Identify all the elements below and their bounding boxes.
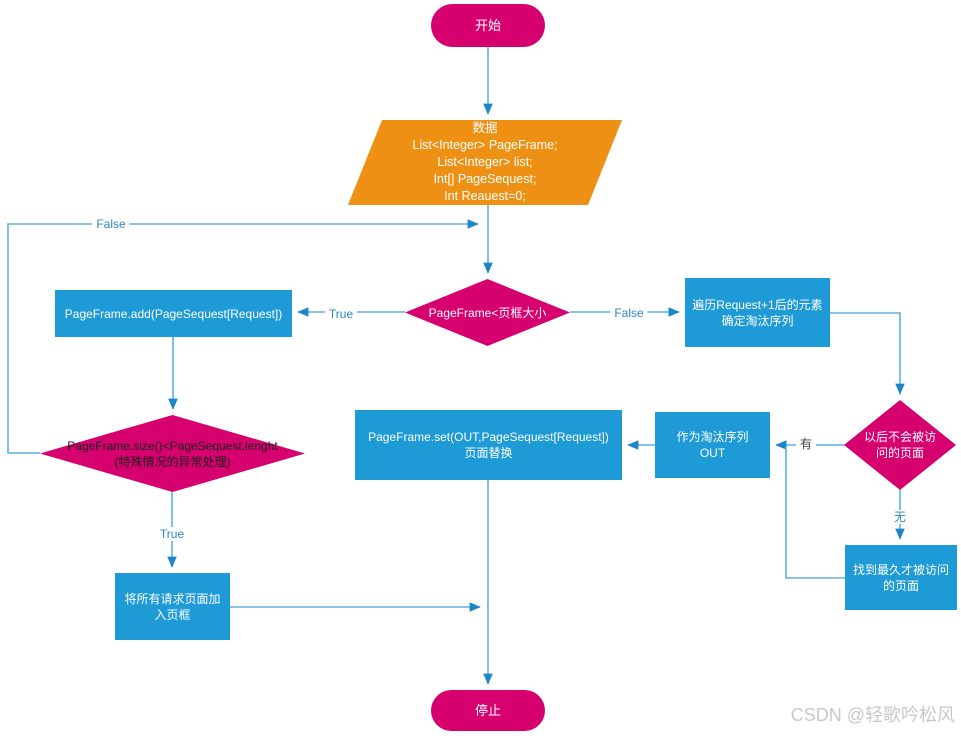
decision-label: PageFrame.size()<PageSequest.lenght [67, 438, 278, 453]
decision-label: PageFrame<页框大小 [428, 305, 547, 320]
edge-label-false-top: False [92, 217, 130, 231]
start-label: 开始 [474, 17, 501, 33]
stop-node: 停止 [431, 690, 545, 731]
edge-label-true-left: True [324, 307, 358, 321]
process-page-replace: PageFrame.set(OUT,PageSequest[Request]) … [355, 410, 622, 480]
process-label: PageFrame.add(PageSequest[Request]) [64, 306, 283, 321]
process-label: 找到最久才被访问的页面 [852, 562, 949, 593]
edge-label-has: 有 [795, 437, 817, 451]
process-add-all-pages: 将所有请求页面加入页框 [115, 573, 230, 640]
edge-label-false-right: False [610, 306, 648, 320]
data-line: 数据 [472, 121, 498, 135]
edge-oldest-feedback [785, 446, 845, 579]
data-input-parallelogram: 数据 List<Integer> PageFrame; List<Integer… [348, 120, 622, 205]
data-line: List<Integer> list; [437, 155, 533, 169]
watermark-text: CSDN @轻歌吟松风 [790, 705, 955, 725]
process-find-oldest: 找到最久才被访问的页面 [845, 545, 957, 610]
edge-traverse-to-future [830, 312, 905, 395]
stop-label: 停止 [474, 702, 501, 718]
process-out-sequence: 作为淘汰序列 OUT [655, 412, 770, 478]
start-node: 开始 [431, 4, 545, 47]
data-line: List<Integer> PageFrame; [412, 138, 558, 152]
decision-label: (特殊情况的异常处理) [114, 454, 231, 469]
data-line: Int Reauest=0; [444, 189, 526, 203]
decision-label: 以后不会被访问的页面 [863, 430, 936, 460]
process-label: 作为淘汰序列 [676, 430, 749, 444]
edge-label-none: 无 [889, 510, 911, 524]
decision-special-case: PageFrame.size()<PageSequest.lenght (特殊情… [40, 415, 305, 492]
process-traverse-request: 遍历Request+1后的元素确定淘汰序列 [685, 278, 830, 347]
process-label: 将所有请求页面加入页框 [124, 591, 221, 622]
edge-false-feedback-loop [7, 219, 479, 454]
data-line: Int[] PageSequest; [433, 172, 537, 186]
process-label: PageFrame.set(OUT,PageSequest[Request]) [368, 430, 609, 444]
process-label: 页面替换 [464, 446, 513, 460]
edge-label-true-bottom: True [155, 527, 189, 541]
process-label: 遍历Request+1后的元素确定淘汰序列 [692, 297, 823, 328]
process-add-page: PageFrame.add(PageSequest[Request]) [55, 290, 292, 337]
process-label: OUT [699, 446, 726, 460]
